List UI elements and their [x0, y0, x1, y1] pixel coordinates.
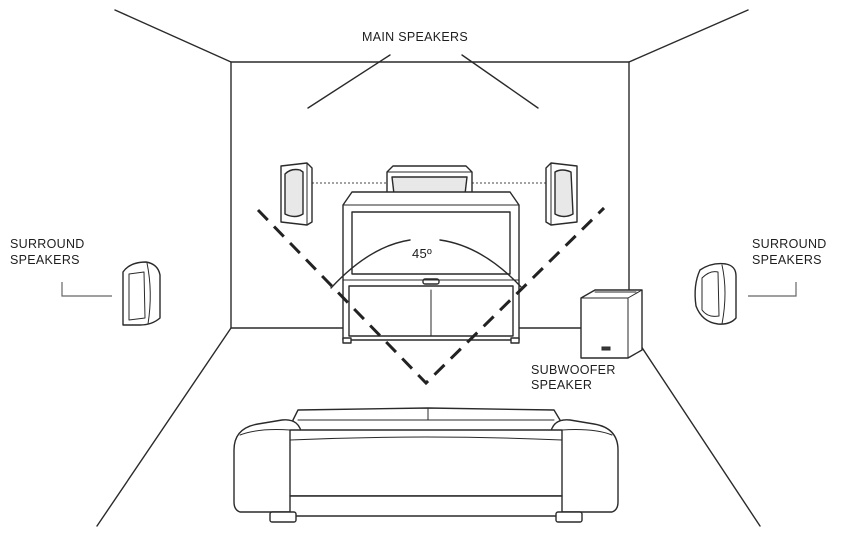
surround-right-callout	[748, 282, 797, 297]
surround-left-label-line1: SURROUND	[10, 237, 85, 251]
main-speakers-callout-left	[307, 54, 391, 109]
subwoofer-label-line2: SPEAKER	[531, 378, 592, 392]
surround-right-label-line2: SPEAKERS	[752, 253, 822, 267]
subwoofer-speaker	[580, 289, 643, 359]
floor-edge-left	[96, 327, 232, 527]
front-left-speaker	[280, 162, 313, 226]
listening-angle-triangle: 45º	[256, 206, 606, 386]
surround-left-callout	[61, 282, 112, 297]
ceiling-edge-right	[628, 9, 749, 63]
front-right-speaker	[545, 162, 578, 226]
tv-and-cabinet	[342, 191, 520, 344]
surround-right-speaker	[694, 262, 737, 325]
surround-right-label-line1: SURROUND	[752, 237, 827, 251]
subwoofer-label-line1: SUBWOOFER	[531, 363, 616, 377]
ceiling-edge-left	[114, 9, 232, 63]
angle-label: 45º	[412, 246, 432, 261]
main-speakers-callout-right	[461, 54, 539, 109]
floor-edge-right	[628, 327, 761, 527]
main-speakers-label: MAIN SPEAKERS	[362, 30, 468, 44]
surround-left-label-line2: SPEAKERS	[10, 253, 80, 267]
surround-left-speaker	[122, 261, 161, 326]
sofa	[233, 407, 619, 523]
